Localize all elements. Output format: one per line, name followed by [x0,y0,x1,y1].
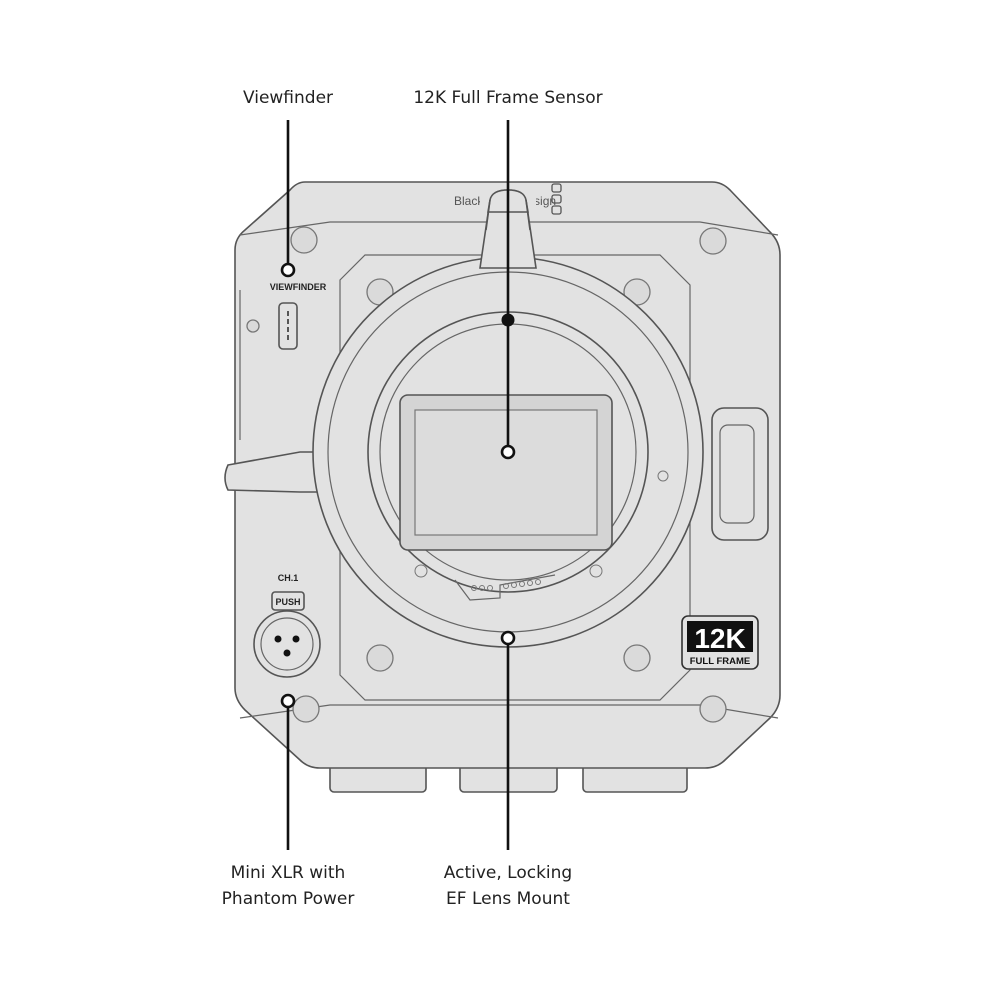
callout-mini-xlr: Mini XLR with Phantom Power [222,860,355,912]
badge-format: FULL FRAME [690,656,751,667]
sensor-leader-dot [501,313,515,327]
callout-text-line-1: Active, Locking [443,863,573,883]
callout-lens-mount: Active, Locking EF Lens Mount [444,860,572,912]
callout-viewfinder: Viewfinder [243,85,333,111]
lens-mount-callout-dot [500,630,516,646]
sensor-callout-dot [500,444,516,460]
callout-text: 12K Full Frame Sensor [413,88,603,108]
indicator-led [246,319,260,333]
brand-logo-squares [551,183,562,215]
callout-text-line-2: Phantom Power [221,889,355,909]
viewfinder-port [278,302,298,350]
callout-text: Viewfinder [242,88,334,108]
viewfinder-marking: VIEWFINDER [270,282,327,292]
mini-xlr-connector [253,610,321,678]
xlr-callout-dot [280,693,296,709]
channel-marking: CH.1 [278,573,299,583]
badge-resolution: 12K [694,623,745,654]
push-marking: PUSH [275,597,300,607]
callout-sensor: 12K Full Frame Sensor [413,85,602,111]
leader-lines [286,120,510,850]
callout-text-line-2: EF Lens Mount [446,889,570,909]
viewfinder-callout-dot [280,262,296,278]
push-button [271,591,305,611]
callout-text-line-1: Mini XLR with [230,863,346,883]
